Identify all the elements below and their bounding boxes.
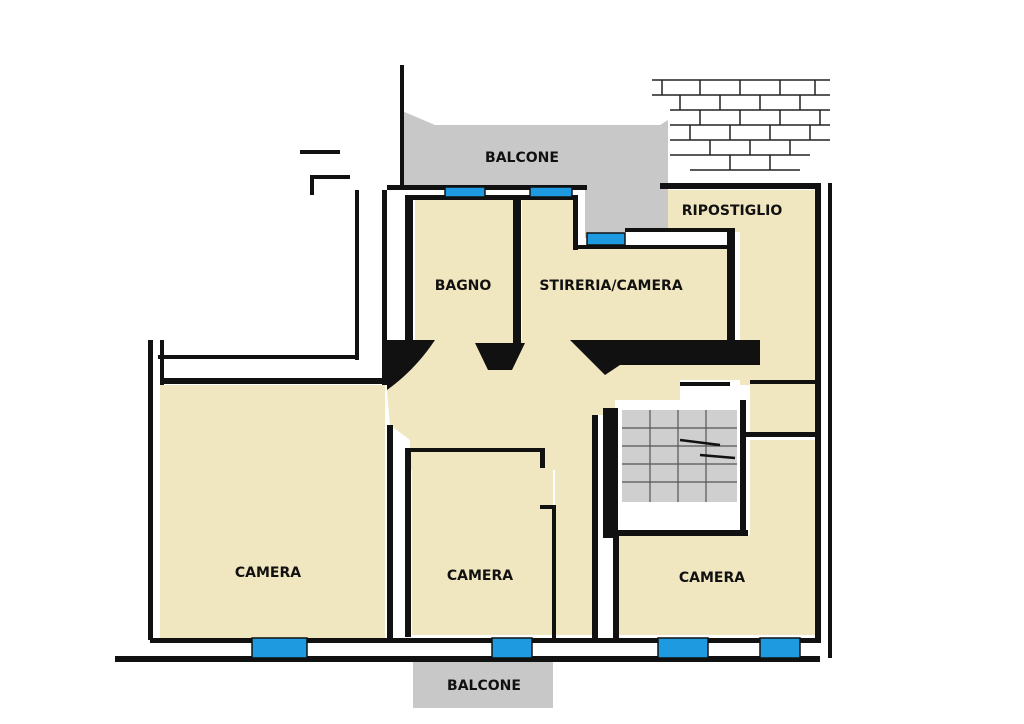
balcony-bottom-area xyxy=(413,662,553,708)
bathroom-area xyxy=(415,200,513,340)
label-storage-room: RIPOSTIGLIO xyxy=(682,203,783,219)
balcony-top-area xyxy=(400,110,668,238)
label-bedroom-right: CAMERA xyxy=(679,570,745,586)
bedroom-left-area xyxy=(160,385,385,638)
ironing-room-area xyxy=(522,200,727,340)
storage-room-area xyxy=(668,190,815,435)
label-balcony-bottom: BALCONE xyxy=(447,678,521,694)
windows xyxy=(251,186,801,659)
walls xyxy=(115,65,832,662)
label-balcony-top: BALCONE xyxy=(485,150,559,166)
label-bedroom-left: CAMERA xyxy=(235,565,301,581)
label-bathroom: BAGNO xyxy=(435,278,492,294)
hallway-area xyxy=(387,340,745,635)
stonework-texture xyxy=(652,79,830,171)
label-ironing-room: STIRERIA/CAMERA xyxy=(539,278,683,294)
bedroom-middle-area xyxy=(412,455,553,635)
bedroom-right-area xyxy=(618,440,815,635)
label-bedroom-middle: CAMERA xyxy=(447,568,513,584)
stairs-icon xyxy=(622,410,737,502)
